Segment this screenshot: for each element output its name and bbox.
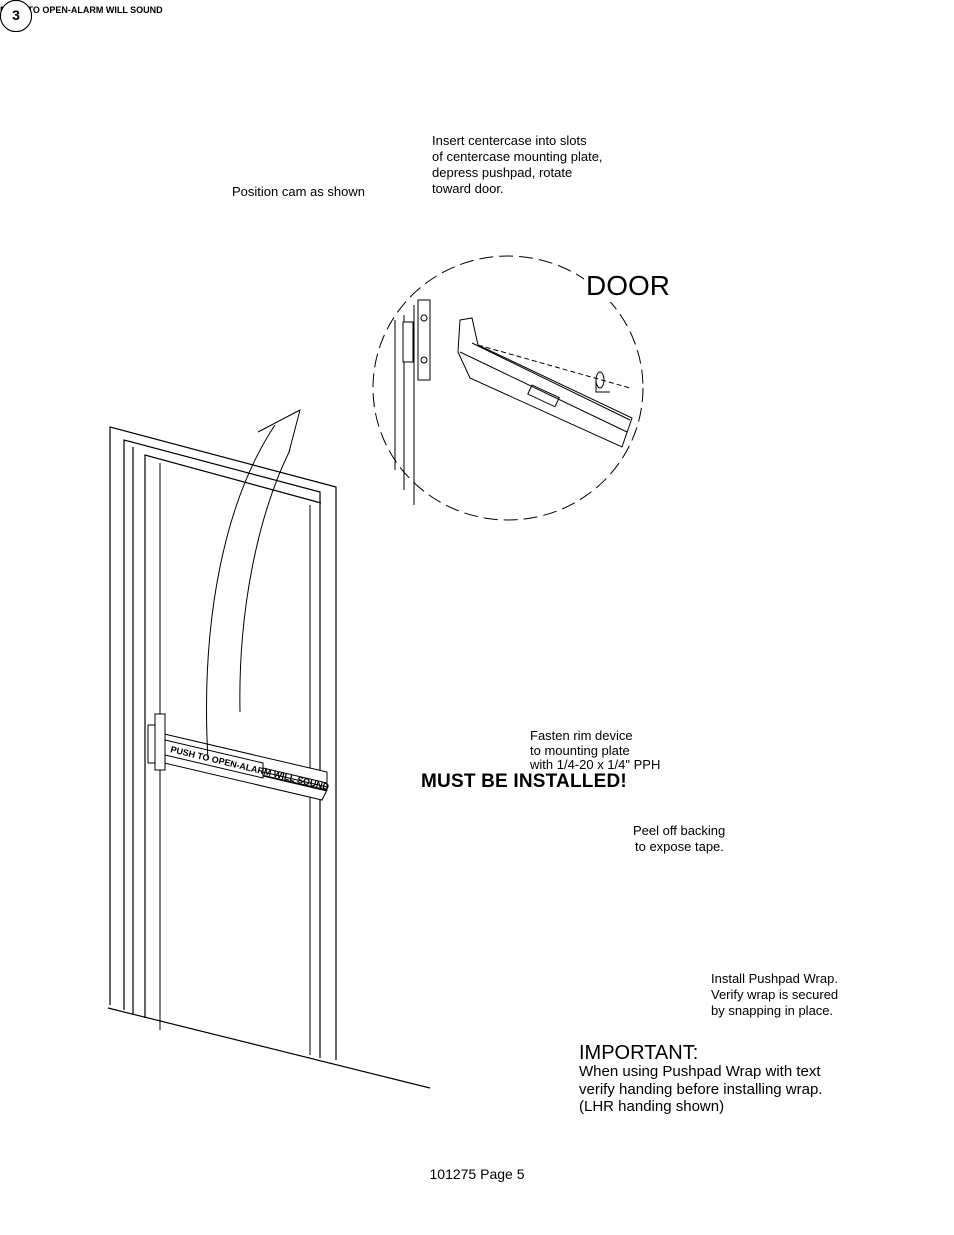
fasten-line-2: to mounting plate [530, 742, 630, 758]
insert-line-1: Insert centercase into slots [432, 133, 587, 148]
curved-arrow-icon [206, 409, 301, 761]
important-body: When using Pushpad Wrap with text verify… [579, 1063, 822, 1116]
install-line-3: by snapping in place. [711, 1003, 834, 1018]
install-callout: Install Pushpad Wrap. Verify wrap is sec… [711, 971, 838, 1019]
peel-callout: Peel off backing to expose tape. [633, 823, 725, 855]
step-3-badge: 3 [0, 0, 32, 32]
peel-line-2: to expose tape. [635, 839, 724, 854]
peel-line-1: Peel off backing [633, 823, 726, 838]
fasten-line-3: with 1/4-20 x 1/4" PPH [530, 757, 661, 772]
fasten-line-1: Fasten rim device [530, 728, 633, 743]
important-line-3: (LHR handing shown) [579, 1098, 725, 1115]
cam-callout: Position cam as shown [232, 184, 365, 199]
door-label: DOOR [584, 270, 672, 302]
install-line-2: Verify wrap is secured [711, 987, 839, 1002]
exit-device-bar [147, 713, 328, 801]
wrap-label-text: PUSH TO OPEN-ALARM WILL SOUND [0, 5, 163, 15]
important-line-2: verify handing before installing wrap. [579, 1080, 823, 1098]
must-be-installed-heading: MUST BE INSTALLED! [421, 771, 627, 792]
important-line-1: When using Pushpad Wrap with text [579, 1063, 821, 1080]
insert-line-2: of centercase mounting plate, [432, 149, 603, 164]
page-footer: 101275 Page 5 [429, 1166, 525, 1182]
insert-callout: Insert centercase into slots of centerca… [432, 133, 603, 197]
important-heading: IMPORTANT: [579, 1042, 699, 1064]
insert-line-4: toward door. [432, 181, 504, 196]
detail-circle-1 [372, 255, 644, 521]
install-line-1: Install Pushpad Wrap. [711, 971, 838, 986]
insert-line-3: depress pushpad, rotate [432, 165, 573, 180]
fasten-callout: Fasten rim device to mounting plate with… [530, 728, 661, 773]
